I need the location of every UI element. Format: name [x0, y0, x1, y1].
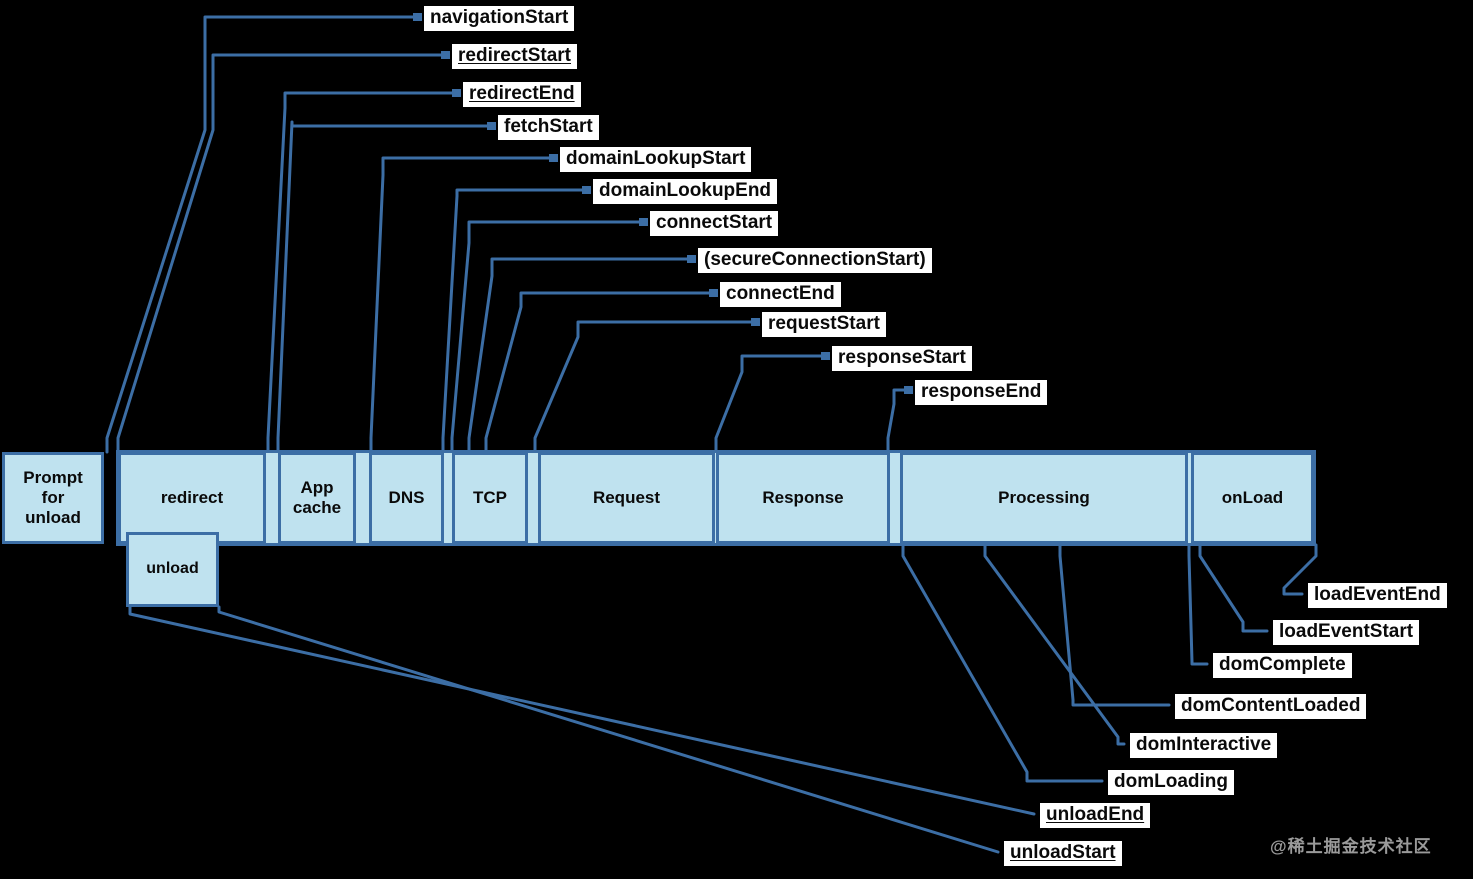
marker-text-responseEnd: responseEnd [921, 381, 1042, 402]
marker-label-domInteractive: domInteractive [1130, 733, 1278, 758]
arrow-connectEnd [709, 289, 718, 297]
marker-text-redirectEnd: redirectEnd [469, 83, 575, 104]
wire-requestStart [533, 320, 758, 454]
wire-redirectEnd [266, 91, 459, 454]
wire-fetchStart [276, 120, 494, 454]
marker-label-requestStart: requestStart [762, 312, 886, 337]
marker-label-loadEventStart: loadEventStart [1273, 620, 1420, 645]
marker-text-fetchStart: fetchStart [504, 116, 593, 137]
arrow-connectStart [639, 218, 648, 226]
marker-text-domLoading: domLoading [1114, 771, 1228, 792]
marker-label-fetchStart: fetchStart [498, 115, 599, 140]
marker-label-redirectStart: redirectStart [452, 44, 577, 69]
wire-domainLookupEnd [441, 188, 589, 454]
wire-domComplete [1187, 543, 1209, 666]
phase-label-processing: Processing [998, 487, 1090, 507]
arrow-navigationStart [413, 13, 422, 21]
wire-redirectStart [116, 53, 448, 454]
wire-responseStart [714, 354, 828, 454]
phase-box-response[interactable]: Response [716, 452, 890, 544]
marker-text-responseStart: responseStart [838, 347, 966, 368]
marker-label-domainLookupEnd: domainLookupEnd [593, 179, 778, 204]
arrow-fetchStart [487, 122, 496, 130]
wire-domInteractive [983, 543, 1126, 746]
marker-text-loadEventStart: loadEventStart [1279, 621, 1414, 642]
marker-text-loadEventEnd: loadEventEnd [1314, 584, 1441, 605]
marker-label-domainLookupStart: domainLookupStart [560, 147, 752, 172]
wire-domContentLoaded [1058, 543, 1171, 707]
marker-label-secureConnectionStart: (secureConnectionStart) [698, 248, 932, 273]
marker-label-loadEventEnd: loadEventEnd [1308, 583, 1447, 608]
marker-text-domainLookupStart: domainLookupStart [566, 148, 746, 169]
wire-unloadEnd [128, 605, 1036, 816]
arrow-redirectEnd [452, 89, 461, 97]
marker-text-unloadEnd: unloadEnd [1046, 804, 1145, 825]
arrow-responseStart [821, 352, 830, 360]
wire-loadEventStart [1198, 543, 1269, 633]
wire-unloadStart [217, 605, 1000, 854]
marker-label-unloadStart: unloadStart [1004, 841, 1122, 866]
phase-box-unload[interactable]: unload [126, 532, 219, 607]
marker-text-connectStart: connectStart [656, 212, 773, 233]
phase-label-request: Request [592, 487, 661, 507]
wire-secureConnectionStart [467, 257, 694, 454]
marker-label-domContentLoaded: domContentLoaded [1175, 694, 1367, 719]
marker-text-requestStart: requestStart [768, 313, 880, 334]
marker-text-unloadStart: unloadStart [1010, 842, 1116, 863]
marker-text-domComplete: domComplete [1219, 654, 1346, 675]
arrow-responseEnd [904, 386, 913, 394]
arrow-domainLookupEnd [582, 186, 591, 194]
phase-label-unload: unload [146, 560, 199, 578]
marker-text-domInteractive: domInteractive [1136, 734, 1272, 755]
marker-label-domComplete: domComplete [1213, 653, 1352, 678]
wire-connectEnd [484, 291, 716, 454]
marker-label-navigationStart: navigationStart [424, 6, 575, 31]
phase-box-dns[interactable]: DNS [369, 452, 444, 544]
phase-label-onload: onLoad [1221, 487, 1284, 507]
phase-box-tcp[interactable]: TCP [452, 452, 528, 544]
marker-text-connectEnd: connectEnd [726, 283, 835, 304]
marker-label-responseEnd: responseEnd [915, 380, 1048, 405]
phase-box-processing[interactable]: Processing [900, 452, 1188, 544]
marker-text-domContentLoaded: domContentLoaded [1181, 695, 1361, 716]
marker-text-redirectStart: redirectStart [458, 45, 571, 66]
marker-label-unloadEnd: unloadEnd [1040, 803, 1151, 828]
phase-box-request[interactable]: Request [538, 452, 715, 544]
phase-box-onload[interactable]: onLoad [1191, 452, 1314, 544]
marker-text-domainLookupEnd: domainLookupEnd [599, 180, 772, 201]
wire-navigationStart [105, 15, 420, 454]
phase-box-redirect[interactable]: redirect [118, 452, 266, 544]
phase-label-response: Response [762, 487, 844, 507]
marker-label-redirectEnd: redirectEnd [463, 82, 581, 107]
marker-text-navigationStart: navigationStart [430, 7, 569, 28]
watermark: @稀土掘金技术社区 [1270, 837, 1432, 856]
wire-responseEnd [886, 388, 911, 454]
marker-text-secureConnectionStart: (secureConnectionStart) [704, 249, 926, 270]
wire-domLoading [901, 543, 1104, 783]
arrow-domainLookupStart [549, 154, 558, 162]
phase-label-dns: DNS [388, 487, 425, 507]
arrow-secure [687, 255, 696, 263]
marker-label-connectStart: connectStart [650, 211, 779, 236]
arrow-redirectStart [441, 51, 450, 59]
marker-label-responseStart: responseStart [832, 346, 972, 371]
marker-label-domLoading: domLoading [1108, 770, 1234, 795]
wire-connectStart [450, 220, 646, 454]
marker-label-connectEnd: connectEnd [720, 282, 841, 307]
arrow-requestStart [751, 318, 760, 326]
phase-label-tcp: TCP [473, 487, 507, 507]
phase-label-redirect: redirect [160, 487, 224, 507]
wire-domainLookupStart [369, 156, 556, 454]
